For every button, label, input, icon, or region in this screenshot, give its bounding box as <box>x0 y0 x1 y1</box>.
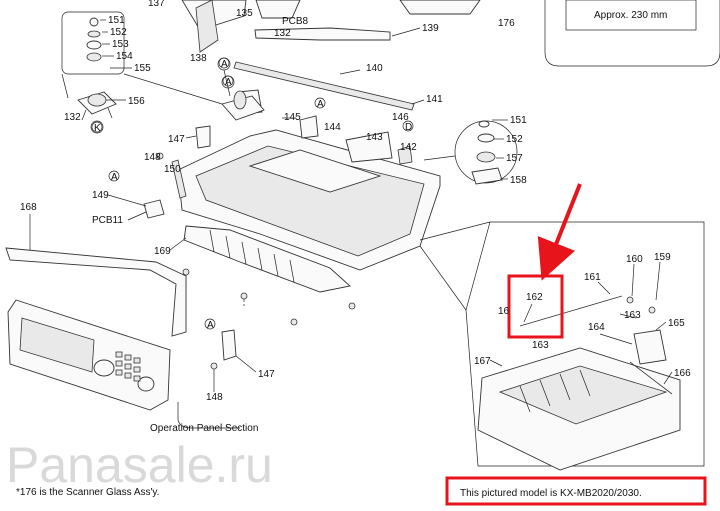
leader-to-inset-top <box>419 221 491 241</box>
marker-a: A <box>317 99 324 110</box>
part-labels: 137 135 PCB8 132 176 151 152 153 154 155… <box>20 0 691 403</box>
label-152: 152 <box>110 27 127 38</box>
label-163: 163 <box>624 310 641 321</box>
label-147: 147 <box>168 134 185 145</box>
marker-a: A <box>221 59 228 70</box>
label-132: 132 <box>274 28 291 39</box>
upper-parts <box>181 0 481 115</box>
label-141: 141 <box>426 94 443 105</box>
lower-bracket-parts <box>210 329 237 370</box>
label-158: 158 <box>510 175 527 186</box>
highlight-box-162 <box>507 274 564 339</box>
label-146: 146 <box>392 112 409 123</box>
label-169: 169 <box>154 246 171 257</box>
label-167: 167 <box>474 356 491 367</box>
label-152: 152 <box>506 134 523 145</box>
roller-inset <box>423 120 518 185</box>
marker-d: D <box>405 122 412 133</box>
label-16x: 16 <box>498 306 510 317</box>
label-164: 164 <box>588 322 605 333</box>
label-137: 137 <box>148 0 165 9</box>
label-pcb11: PCB11 <box>92 215 123 226</box>
reference-markers: A A A D A A K <box>91 57 414 331</box>
label-161: 161 <box>584 272 601 283</box>
label-147: 147 <box>258 369 275 380</box>
footnote-text: *176 is the Scanner Glass Ass'y. <box>16 487 159 498</box>
label-144: 144 <box>324 122 341 133</box>
main-body-assembly <box>177 115 441 293</box>
label-143: 143 <box>366 132 383 143</box>
operation-panel-caption: Operation Panel Section <box>150 423 258 434</box>
model-note-text: This pictured model is KX-MB2020/2030. <box>460 488 642 499</box>
scanner-glass-inset: Approx. 230 mm <box>544 0 720 67</box>
label-156: 156 <box>128 96 145 107</box>
label-163: 163 <box>532 340 549 351</box>
watermark-text: Panasale.ru <box>6 437 273 493</box>
label-157: 157 <box>506 153 523 164</box>
label-132: 132 <box>64 112 81 123</box>
inset-dimension-note: Approx. 230 mm <box>594 10 667 21</box>
leader-to-inset-bottom <box>419 245 467 311</box>
label-148: 148 <box>206 392 223 403</box>
front-cover <box>5 247 187 337</box>
label-140: 140 <box>366 63 383 74</box>
label-155: 155 <box>134 63 151 74</box>
paper-feed-inset <box>465 221 705 471</box>
label-159: 159 <box>654 252 671 263</box>
label-151: 151 <box>108 15 125 26</box>
label-145: 145 <box>284 112 301 123</box>
label-139: 139 <box>422 23 439 34</box>
label-148: 148 <box>144 152 161 163</box>
marker-k: K <box>94 123 101 134</box>
label-160: 160 <box>626 254 643 265</box>
label-154: 154 <box>116 51 133 62</box>
label-135: 135 <box>236 8 253 19</box>
marker-a: A <box>225 77 232 88</box>
label-pcb8: PCB8 <box>282 16 309 27</box>
label-149: 149 <box>92 190 109 201</box>
leader-lines <box>29 19 673 392</box>
small-parts-left <box>143 125 356 326</box>
drive-motor <box>217 57 265 121</box>
label-153: 153 <box>112 39 129 50</box>
highlight-arrow <box>537 183 582 281</box>
label-165: 165 <box>668 318 685 329</box>
operation-panel <box>7 299 240 429</box>
marker-a: A <box>207 320 214 331</box>
label-142: 142 <box>400 142 417 153</box>
label-168: 168 <box>20 202 37 213</box>
label-138: 138 <box>190 53 207 64</box>
label-150: 150 <box>164 164 181 175</box>
label-166: 166 <box>674 368 691 379</box>
label-162: 162 <box>526 292 543 303</box>
model-note-box <box>445 476 707 506</box>
marker-a: A <box>111 172 118 183</box>
label-176: 176 <box>498 18 515 29</box>
label-151: 151 <box>510 115 527 126</box>
motor-assembly-inset <box>61 11 223 134</box>
